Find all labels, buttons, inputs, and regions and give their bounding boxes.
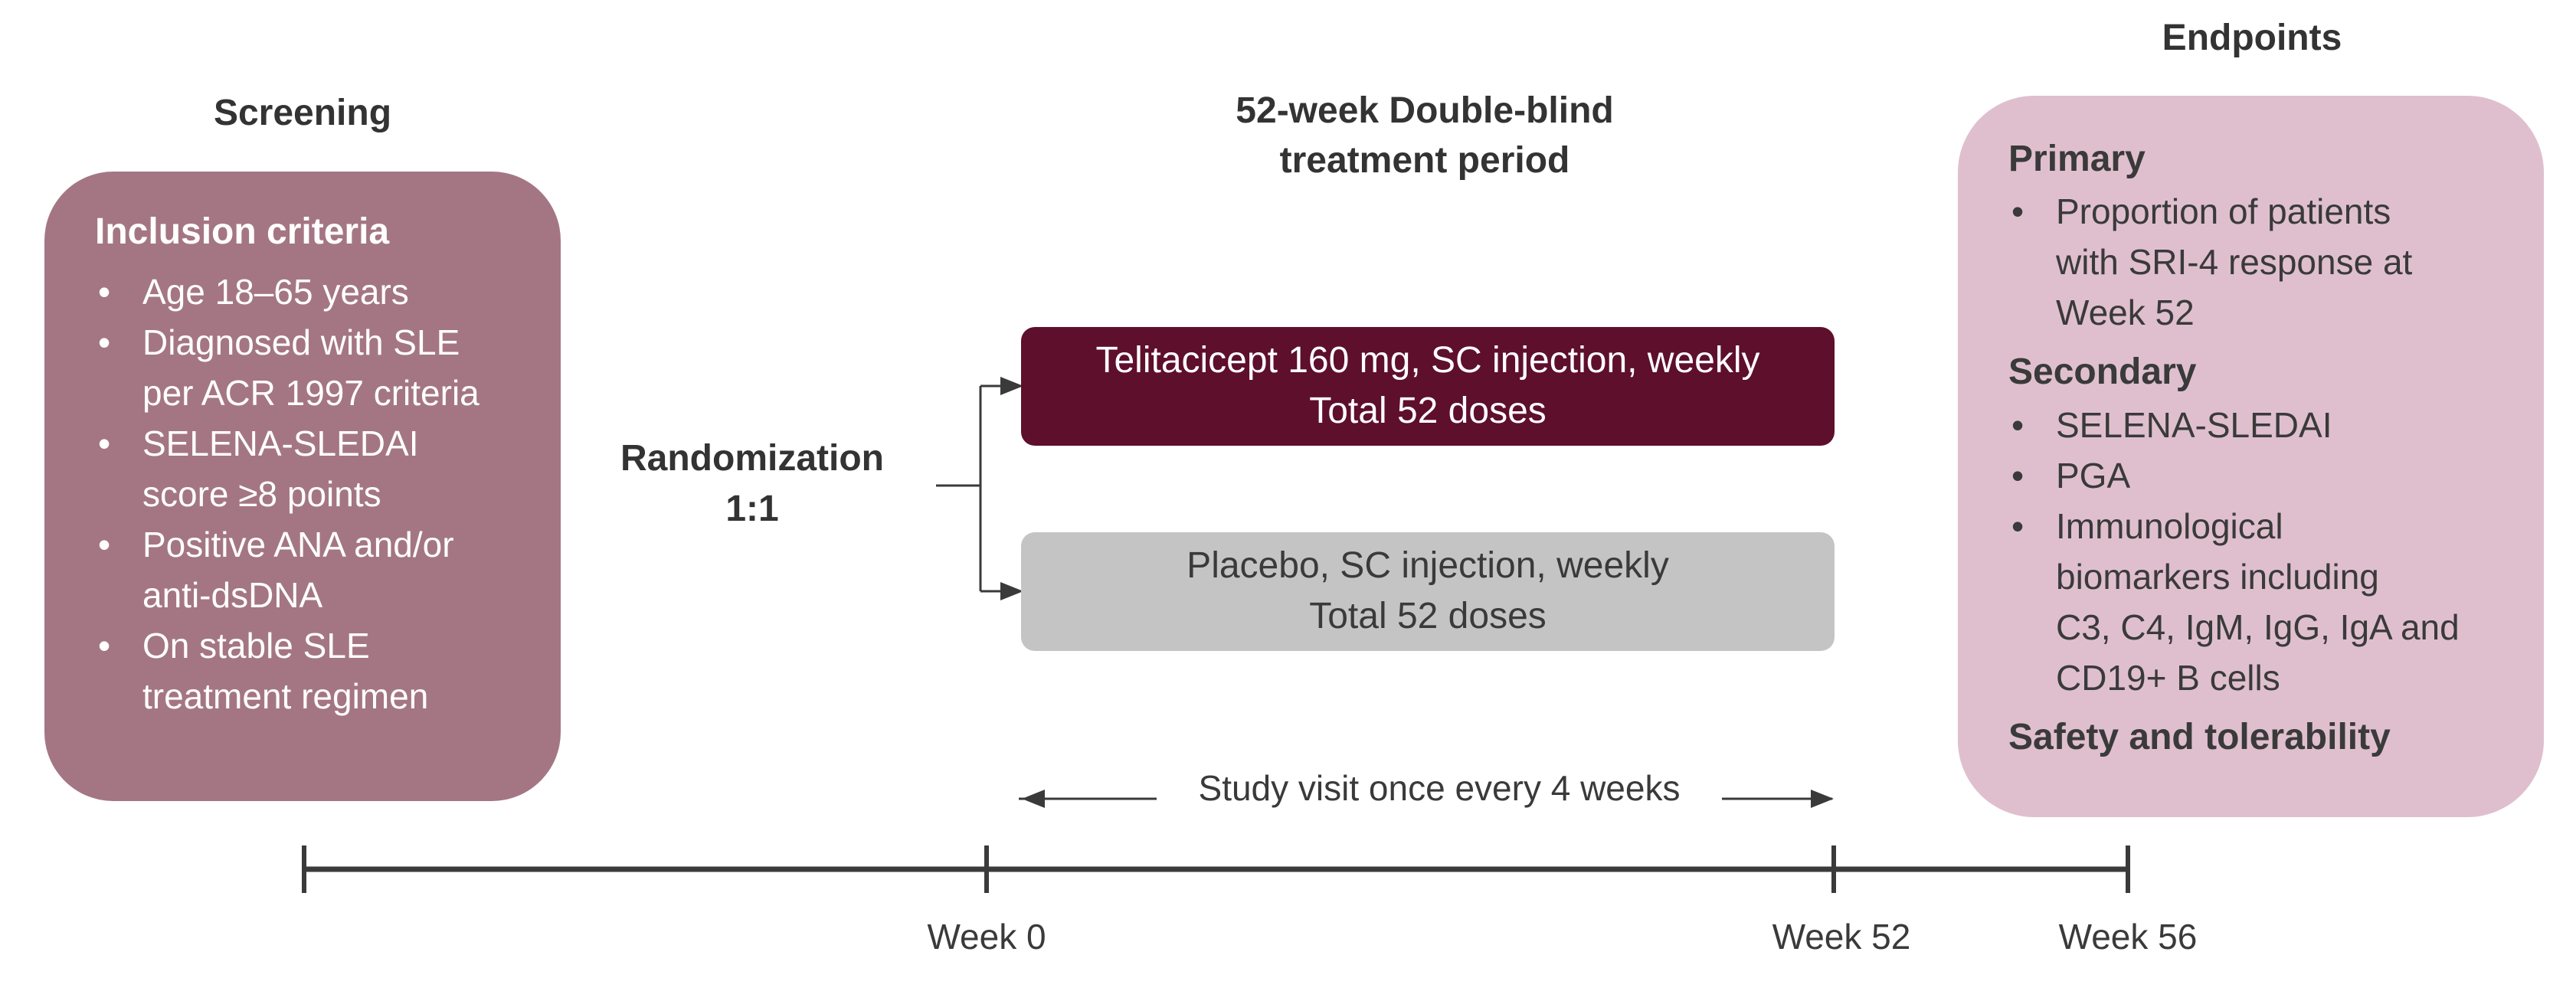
timeline-label-week0: Week 0 — [927, 917, 1046, 957]
telitacicept-arm-line2: Total 52 doses — [1309, 391, 1547, 431]
inclusion-item: On stable SLE treatment regimen — [95, 620, 530, 721]
endpoint-item-text: Week 52 — [2056, 293, 2195, 333]
screening-heading-text: Screening — [213, 93, 392, 133]
inclusion-item: Positive ANA and/or anti-dsDNA — [95, 519, 530, 620]
inclusion-item: Age 18–65 years — [95, 267, 530, 317]
inclusion-item-text: anti-dsDNA — [142, 575, 323, 616]
timeline-label-week52: Week 52 — [1772, 917, 1911, 957]
secondary-endpoint-list: SELENA-SLEDAI PGA Immunological biomarke… — [2008, 400, 2513, 703]
randomization-label: Randomization 1:1 — [599, 433, 905, 535]
arrowhead-telitacicept — [1000, 377, 1023, 395]
endpoints-heading-text: Endpoints — [2162, 18, 2342, 58]
secondary-endpoint-item: PGA — [2008, 450, 2513, 501]
inclusion-item: Diagnosed with SLE per ACR 1997 criteria — [95, 317, 530, 418]
endpoint-item-text: C3, C4, IgM, IgG, IgA and — [2056, 607, 2460, 647]
treatment-heading-line1: 52-week Double-blind — [1236, 90, 1614, 131]
inclusion-item-text: Positive ANA and/or — [142, 525, 454, 565]
inclusion-criteria-title: Inclusion criteria — [95, 211, 390, 252]
randomization-line2: 1:1 — [725, 489, 779, 529]
arrowhead-placebo — [1000, 582, 1023, 600]
inclusion-item-text: On stable SLE — [142, 626, 370, 666]
inclusion-item-text: Age 18–65 years — [142, 272, 409, 312]
secondary-endpoint-item: Immunological biomarkers including C3, C… — [2008, 501, 2513, 703]
endpoints-box: Primary Proportion of patients with SRI-… — [1958, 96, 2544, 817]
placebo-arm-box: Placebo, SC injection, weekly Total 52 d… — [1021, 532, 1835, 651]
secondary-endpoint-item: SELENA-SLEDAI — [2008, 400, 2513, 450]
treatment-period-heading: 52-week Double-blind treatment period — [1118, 87, 1731, 186]
inclusion-criteria-box: Inclusion criteria Age 18–65 years Diagn… — [44, 172, 561, 801]
endpoint-item-text: with SRI-4 response at — [2056, 242, 2413, 283]
telitacicept-arm-box: Telitacicept 160 mg, SC injection, weekl… — [1021, 327, 1835, 446]
endpoint-item-text: Immunological — [2056, 505, 2283, 546]
inclusion-item-text: Diagnosed with SLE — [142, 322, 460, 363]
endpoint-item-text: biomarkers including — [2056, 556, 2379, 597]
inclusion-item-text: SELENA-SLEDAI — [142, 424, 419, 464]
study-visit-arrowhead-right — [1811, 790, 1834, 808]
study-visit-label-wrap: Study visit once every 4 weeks — [1160, 767, 1718, 809]
endpoint-item-text: Proportion of patients — [2056, 191, 2391, 232]
telitacicept-arm-line1: Telitacicept 160 mg, SC injection, weekl… — [1095, 340, 1760, 381]
treatment-heading-line2: treatment period — [1279, 139, 1570, 181]
placebo-arm-line2: Total 52 doses — [1309, 596, 1547, 636]
endpoint-item-text: PGA — [2056, 455, 2131, 496]
randomization-line1: Randomization — [620, 438, 884, 479]
safety-endpoint-title: Safety and tolerability — [2008, 716, 2391, 757]
study-visit-label: Study visit once every 4 weeks — [1186, 768, 1693, 808]
inclusion-item-text: treatment regimen — [142, 676, 429, 717]
endpoint-item-text: SELENA-SLEDAI — [2056, 404, 2332, 445]
primary-endpoint-title: Primary — [2008, 139, 2146, 179]
study-visit-arrowhead-left — [1022, 790, 1045, 808]
inclusion-item-text: score ≥8 points — [142, 474, 381, 515]
primary-endpoint-item: Proportion of patients with SRI-4 respon… — [2008, 186, 2513, 338]
secondary-endpoint-title: Secondary — [2008, 352, 2197, 393]
primary-endpoint-list: Proportion of patients with SRI-4 respon… — [2008, 186, 2513, 338]
endpoints-heading: Endpoints — [2099, 14, 2405, 64]
timeline-label-week56: Week 56 — [2058, 917, 2198, 957]
inclusion-criteria-list: Age 18–65 years Diagnosed with SLE per A… — [95, 267, 530, 721]
screening-heading: Screening — [149, 89, 456, 139]
placebo-arm-line1: Placebo, SC injection, weekly — [1187, 545, 1669, 586]
inclusion-item-text: per ACR 1997 criteria — [142, 373, 480, 414]
endpoint-item-text: CD19+ B cells — [2056, 657, 2280, 698]
inclusion-item: SELENA-SLEDAI score ≥8 points — [95, 418, 530, 519]
